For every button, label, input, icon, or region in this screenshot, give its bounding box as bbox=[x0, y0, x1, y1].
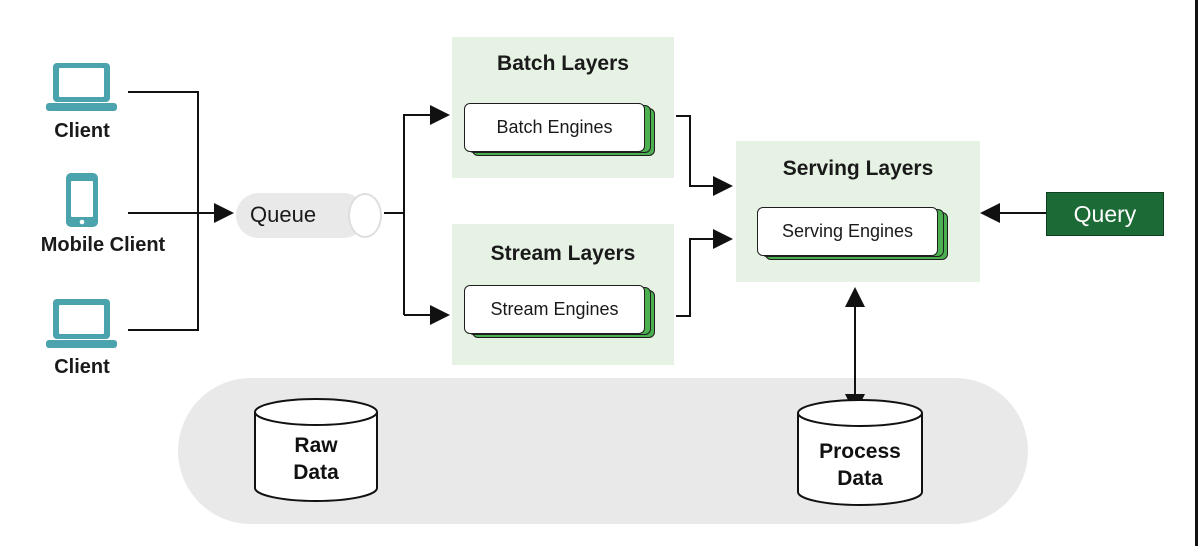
queue-cylinder[interactable] bbox=[236, 193, 366, 238]
stream-engines-label: Stream Engines bbox=[464, 285, 645, 334]
mobile-client-label: Mobile Client bbox=[40, 234, 166, 256]
batch-layers-title: Batch Layers bbox=[497, 52, 629, 75]
serving-layers-title: Serving Layers bbox=[782, 157, 934, 180]
query-label: Query bbox=[1073, 200, 1137, 227]
queue-to-layers-connector bbox=[384, 105, 450, 325]
laptop-icon bbox=[46, 299, 117, 348]
raw-data-cylinder-icon bbox=[254, 398, 378, 502]
client-label-top: Client bbox=[54, 120, 110, 142]
clients-to-queue-connector bbox=[128, 91, 234, 331]
query-button[interactable]: Query bbox=[1046, 192, 1164, 236]
process-data-cylinder-icon bbox=[797, 399, 923, 506]
stream-layers-title: Stream Layers bbox=[490, 242, 636, 265]
batch-engines-label: Batch Engines bbox=[464, 103, 645, 152]
process-data-label: Process Data bbox=[819, 440, 901, 490]
raw-data-label: Raw Data bbox=[293, 434, 339, 484]
serving-engines-label: Serving Engines bbox=[757, 207, 938, 256]
queue-cylinder-cap bbox=[348, 193, 382, 238]
queue-label: Queue bbox=[250, 202, 317, 227]
layers-to-serving-connector bbox=[676, 115, 733, 317]
image-right-border bbox=[1195, 0, 1198, 546]
client-label-bottom: Client bbox=[54, 356, 110, 378]
mobile-phone-icon bbox=[66, 173, 98, 227]
laptop-icon bbox=[46, 63, 117, 111]
